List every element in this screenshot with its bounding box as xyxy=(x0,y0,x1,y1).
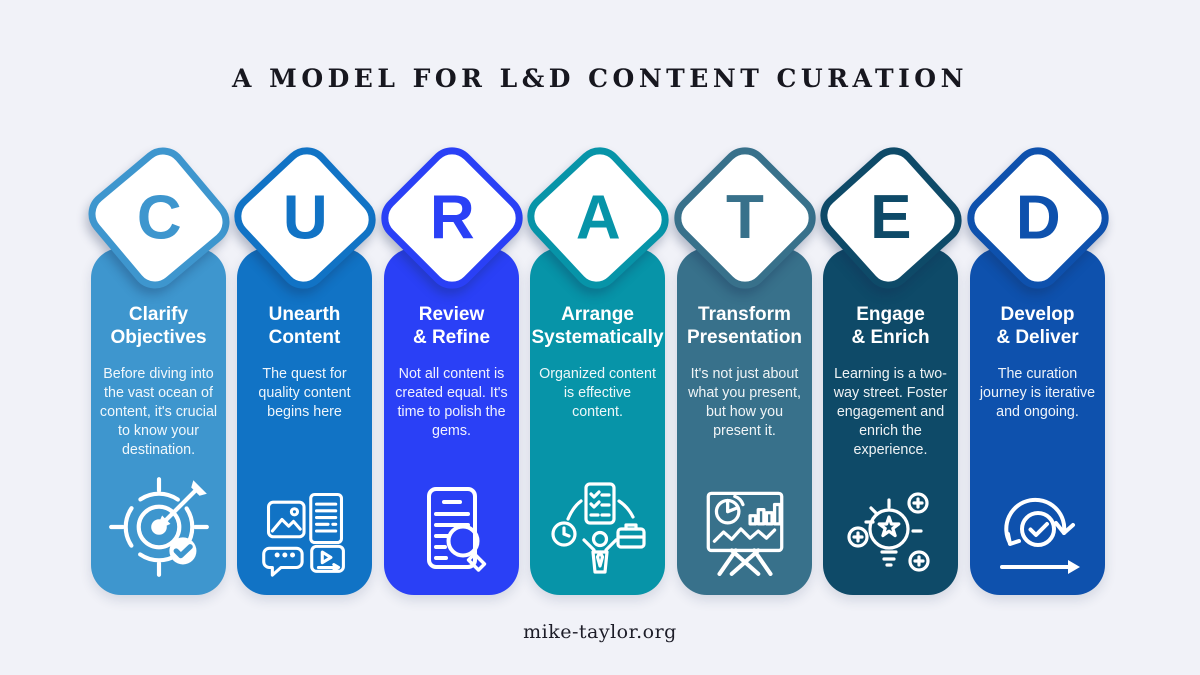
letter-c: C xyxy=(136,183,181,252)
step-description: The quest for quality content begins her… xyxy=(258,365,351,420)
page-title: A MODEL FOR L&D CONTENT CURATION xyxy=(232,64,968,93)
curation-step-engage: Engage& Enrich Learning is a two-way str… xyxy=(810,137,971,595)
step-description: Organized content is effective content. xyxy=(539,365,656,420)
step-title: Develop& Deliver xyxy=(996,304,1079,348)
presentation-charts-icon xyxy=(677,477,812,579)
curation-step-develop: Develop& Deliver The curation journey is… xyxy=(956,137,1119,595)
iteration-cycle-icon xyxy=(970,479,1105,579)
step-title: Engage& Enrich xyxy=(851,304,930,348)
curation-step-review: Review& Refine Not all content is create… xyxy=(370,137,533,595)
letter-r: R xyxy=(429,183,474,252)
step-column: Review& Refine Not all content is create… xyxy=(384,248,519,595)
letter-d: D xyxy=(1015,183,1060,252)
target-arrow-icon xyxy=(91,475,226,579)
step-column: Develop& Deliver The curation journey is… xyxy=(970,248,1105,595)
step-description: It's not just about what you present, bu… xyxy=(688,365,801,440)
letter-a: A xyxy=(575,183,620,252)
letter-e: E xyxy=(869,182,912,252)
organize-tasks-icon xyxy=(530,479,665,579)
step-description: Learning is a two-way street. Foster eng… xyxy=(833,365,948,459)
letter-u: U xyxy=(282,183,327,252)
step-description: Not all content is created equal. It's t… xyxy=(395,365,508,440)
step-description: Before diving into the vast ocean of con… xyxy=(99,365,218,459)
step-column: Engage& Enrich Learning is a two-way str… xyxy=(823,248,958,595)
document-magnifier-icon xyxy=(384,479,519,579)
letter-t: T xyxy=(725,183,764,252)
step-title: Review& Refine xyxy=(412,304,491,348)
lightbulb-plus-icon xyxy=(823,479,958,579)
content-types-icon xyxy=(237,483,372,579)
website-credit: mike-taylor.org xyxy=(523,621,677,643)
step-description: The curation journey is iterative and on… xyxy=(979,365,1096,420)
